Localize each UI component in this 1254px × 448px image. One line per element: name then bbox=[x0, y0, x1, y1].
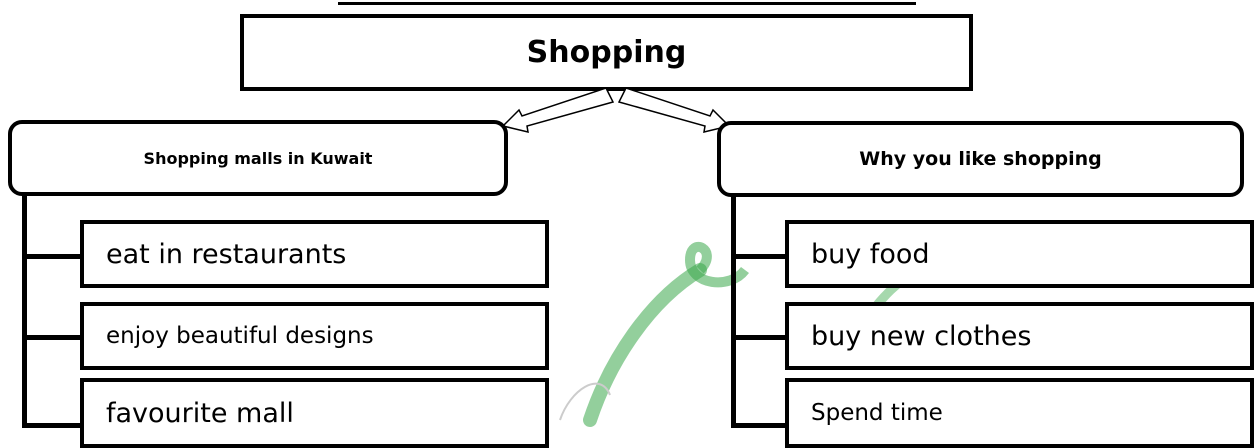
root-node: Shopping bbox=[240, 14, 973, 91]
right-connector-2 bbox=[731, 335, 809, 340]
left-leaf-3: favourite mall bbox=[80, 378, 549, 448]
title-underline bbox=[338, 2, 916, 5]
root-label: Shopping bbox=[526, 35, 687, 70]
right-leaf-1: buy food bbox=[785, 220, 1254, 288]
right-connector-3 bbox=[731, 423, 809, 428]
right-connector-trunk bbox=[731, 196, 736, 428]
right-leaf-2: buy new clothes bbox=[785, 302, 1254, 370]
branch-arrows bbox=[501, 87, 731, 133]
right-branch-label: Why you like shopping bbox=[859, 148, 1102, 170]
left-branch-node: Shopping malls in Kuwait bbox=[8, 120, 508, 196]
left-connector-2 bbox=[22, 335, 100, 340]
right-leaf-3: Spend time bbox=[785, 378, 1254, 448]
left-arrow bbox=[501, 87, 615, 133]
right-arrow bbox=[617, 87, 731, 133]
left-connector-3 bbox=[22, 423, 100, 428]
left-connector-trunk bbox=[22, 195, 27, 428]
right-connector-1 bbox=[731, 254, 809, 259]
left-leaf-2: enjoy beautiful designs bbox=[80, 302, 549, 370]
right-branch-node: Why you like shopping bbox=[717, 121, 1244, 197]
left-branch-label: Shopping malls in Kuwait bbox=[143, 148, 373, 168]
left-leaf-1: eat in restaurants bbox=[80, 220, 549, 288]
left-connector-1 bbox=[22, 254, 100, 259]
